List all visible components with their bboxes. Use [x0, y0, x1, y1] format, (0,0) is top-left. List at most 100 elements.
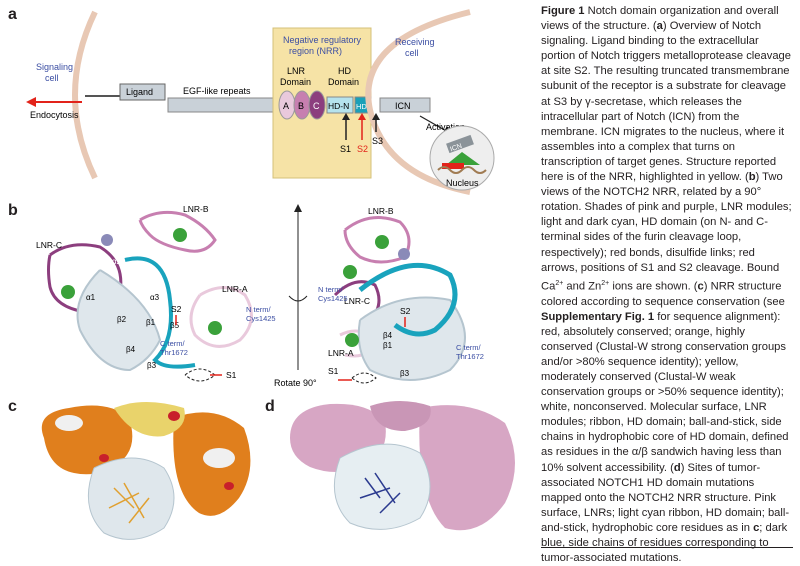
left-lnr-a-label: LNR-A — [222, 284, 248, 294]
s1-label: S1 — [340, 144, 351, 154]
icn-label: ICN — [395, 101, 411, 111]
panel-b-structures: LNR-B LNR-C LNR-A α2 α1 α3 β2 β1 β5 β4 β… — [36, 204, 484, 388]
panel-d-mutation-surface — [290, 401, 515, 531]
lnr-domain-label-1: LNR — [287, 66, 306, 76]
right-s1-label: S1 — [328, 366, 339, 376]
left-hd-light-ribbon — [76, 269, 162, 372]
left-n-term-2: Cys1425 — [246, 314, 276, 323]
s2-label: S2 — [357, 144, 368, 154]
lnr-c-oval — [308, 90, 326, 120]
right-furin-loop — [351, 372, 377, 384]
activation-label: Activation — [426, 122, 465, 132]
left-hd-cyan-ribbon — [124, 256, 196, 369]
caption-supp-link[interactable]: Supplementary Fig. 1 — [541, 310, 655, 323]
left-beta2-label: β2 — [117, 315, 127, 324]
panel-label-d: d — [265, 398, 275, 415]
left-ca-ion-2 — [61, 285, 75, 299]
right-ca-ion-2 — [375, 235, 389, 249]
ligand-label: Ligand — [126, 87, 153, 97]
left-s2-label: S2 — [171, 304, 182, 314]
left-lnr-c-label: LNR-C — [36, 240, 62, 250]
rotate-label: Rotate 90° — [274, 378, 317, 388]
panel-c-surface-top — [114, 402, 185, 437]
right-c-term-1: C term/ — [456, 343, 482, 352]
endocytosis-arrowhead — [26, 97, 36, 107]
s3-arrowhead — [372, 113, 380, 120]
panel-label-b: b — [8, 202, 18, 219]
right-alpha2-label: α2 — [395, 273, 405, 282]
hd-n-box — [326, 96, 354, 114]
panel-label-c: c — [8, 398, 17, 415]
right-n-term-1: N term/ — [318, 285, 344, 294]
left-n-term-1: N term/ — [246, 305, 272, 314]
left-alpha1-label: α1 — [86, 293, 96, 302]
panel-c-white-patch-1 — [55, 415, 83, 431]
nucleus-label: Nucleus — [446, 178, 479, 188]
left-lnr-b-ribbon — [138, 210, 217, 253]
right-beta1-label: β1 — [383, 341, 393, 350]
right-ca-ion-3 — [345, 333, 359, 347]
right-zn-ion — [398, 248, 410, 260]
right-hd-cyan-ribbon — [358, 262, 458, 337]
left-beta3-label: β3 — [147, 361, 157, 370]
caption-and-zn: and Zn — [563, 280, 602, 293]
lnr-a-label: A — [283, 101, 289, 111]
caption-zn-sup: 2+ — [601, 279, 610, 287]
hd-domain-label-2: Domain — [328, 77, 359, 87]
icn-small-label: ICN — [449, 143, 463, 154]
left-alpha2-label: α2 — [112, 257, 122, 266]
endocytosis-label: Endocytosis — [30, 110, 79, 120]
lnr-domain-label-2: Domain — [280, 77, 311, 87]
hd-c-label: HD-C — [356, 102, 375, 111]
panel-d-surface-right — [419, 405, 515, 531]
caption-part-c2: for sequence alignment): red, absolutely… — [541, 310, 789, 474]
panel-c-white-patch-2 — [203, 448, 235, 468]
receiving-cell-membrane — [365, 9, 471, 195]
left-ca-ion-3 — [208, 321, 222, 335]
icn-complex-grey — [446, 134, 474, 154]
egf-repeats-box — [167, 97, 281, 113]
caption-ca-sup: 2+ — [555, 279, 564, 287]
panel-c-red-patch-1 — [168, 411, 180, 421]
left-alpha3-label: α3 — [150, 293, 160, 302]
ligand-box — [119, 83, 166, 101]
left-beta1-label: β1 — [146, 318, 156, 327]
caption-part-c: ) NRR structure colored according to seq… — [541, 280, 785, 308]
s3-label: S3 — [372, 136, 383, 146]
csl-green — [446, 152, 480, 165]
egf-label: EGF-like repeats — [183, 86, 251, 96]
figure-caption: Figure 1 Notch domain organization and o… — [541, 4, 793, 566]
left-s1-label: S1 — [226, 370, 237, 380]
caption-ref-b: b — [748, 171, 756, 184]
left-c-term-2: Thr1672 — [160, 348, 188, 357]
caption-part-a: ) Overview of Notch signaling. Ligand bi… — [541, 20, 791, 184]
panel-c-conservation-surface — [41, 402, 251, 540]
panel-c-hd-ribbon — [87, 457, 175, 540]
caption-part-b: ) Two views of the NOTCH2 NRR, related b… — [541, 171, 792, 293]
rotate-curl-icon — [288, 295, 308, 302]
caption-ref-d: d — [673, 461, 681, 474]
caption-ions: ions are shown. ( — [609, 280, 698, 293]
right-beta4-label: β4 — [383, 331, 393, 340]
panel-c-red-patch-2 — [99, 454, 109, 462]
s1-arrowhead — [342, 113, 350, 120]
signaling-cell-membrane — [72, 10, 98, 180]
right-lnr-b-label: LNR-B — [368, 206, 394, 216]
caption-title-text: Notch domain organization and overall vi… — [541, 5, 779, 33]
panel-d-mutation-sidechains — [359, 472, 401, 514]
activation-arrow — [419, 115, 449, 133]
left-lnr-b-label: LNR-B — [183, 204, 209, 214]
panel-d-hd-ribbon — [333, 443, 431, 530]
panel-c-red-patch-3 — [224, 482, 234, 490]
left-beta5-label: β5 — [170, 321, 180, 330]
dna-strand — [437, 166, 487, 174]
receiving-cell-label-1: Receiving — [395, 37, 435, 47]
nrr-title-2: region (NRR) — [289, 46, 342, 56]
panel-c-core-sidechains — [108, 482, 150, 524]
right-lnr-c-label: LNR-C — [344, 296, 370, 306]
nrr-title-1: Negative regulatory — [283, 35, 362, 45]
hd-n-label: HD-N — [328, 101, 349, 111]
right-lnr-a-label: LNR-A — [328, 348, 354, 358]
hd-domain-label-1: HD — [338, 66, 351, 76]
caption-bottom-rule — [541, 547, 793, 548]
